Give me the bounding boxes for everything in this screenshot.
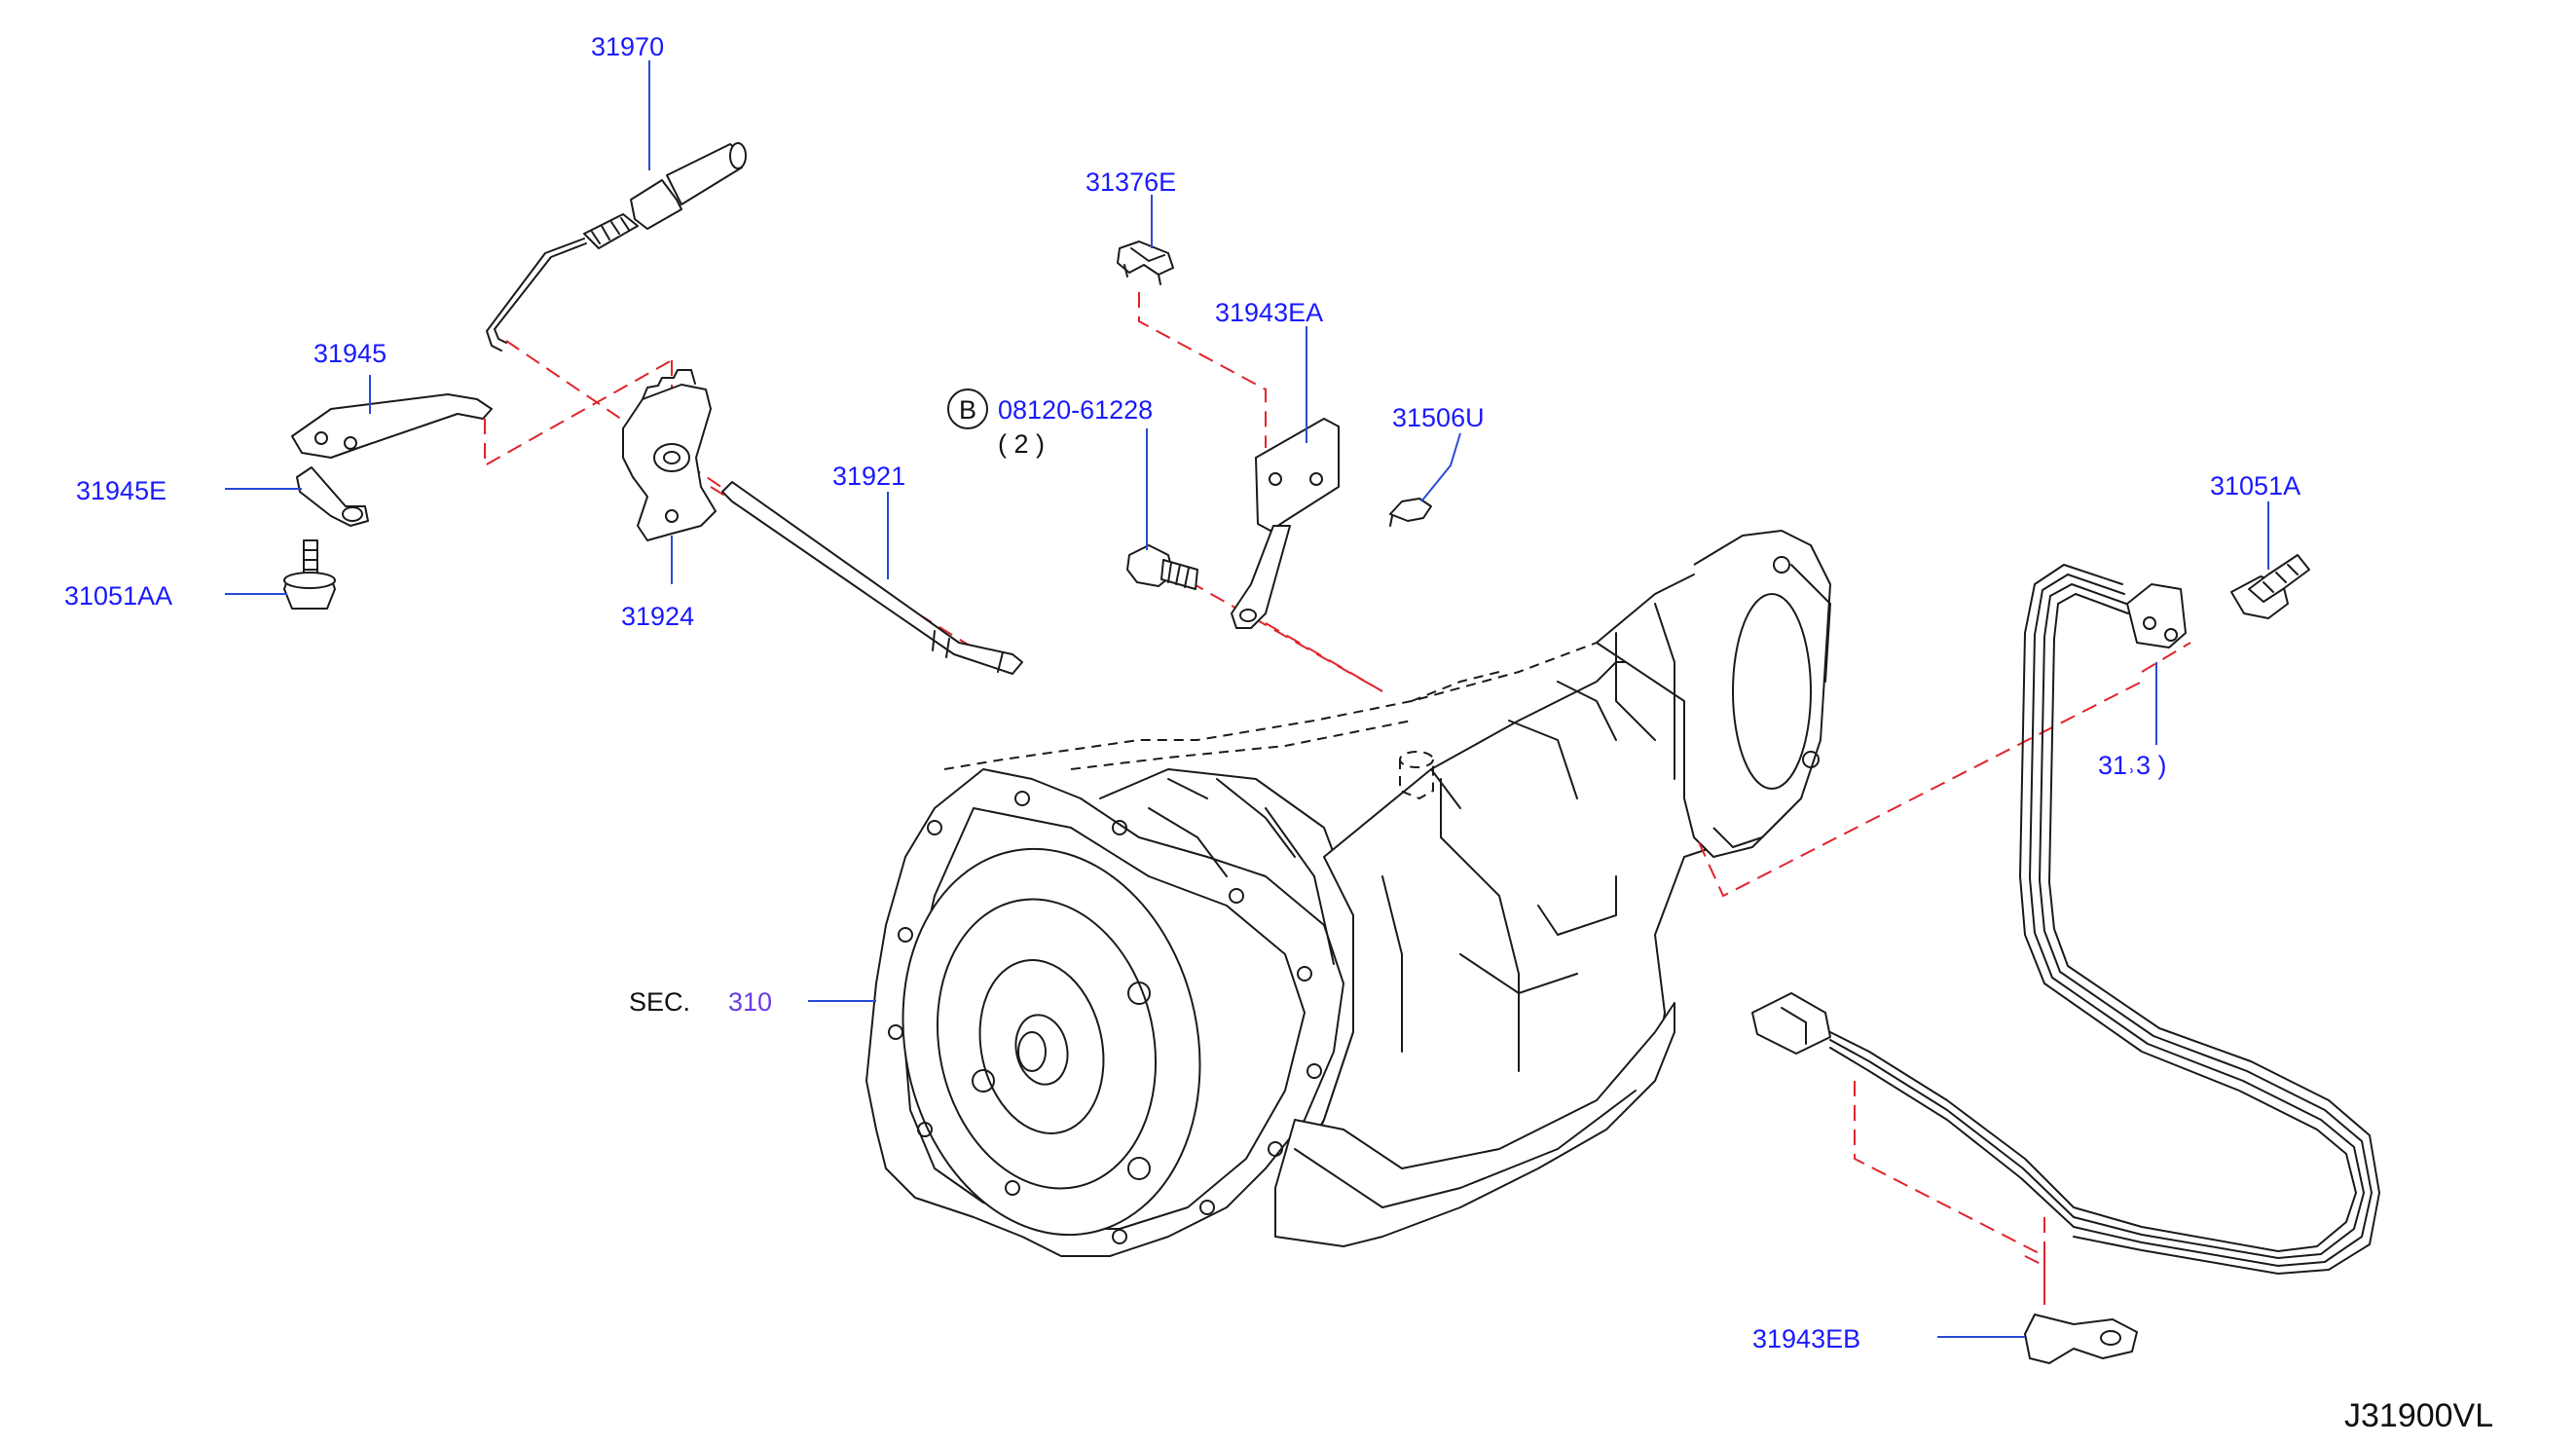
label-31945: 31945 — [313, 339, 386, 368]
manual-shaft-31921 — [721, 481, 1023, 675]
section-reference: SEC. 310 — [629, 987, 772, 1017]
label-31506U: 31506U — [1392, 403, 1485, 432]
clip-31376E — [1117, 241, 1174, 285]
label-31970: 31970 — [591, 32, 664, 61]
bolt-08120-61228 — [1126, 544, 1198, 590]
sensor-harness-31935 — [1751, 564, 2380, 1275]
label-31935-partial: 31˒3 ) — [2098, 751, 2167, 780]
bolt-ref-badge: B — [959, 395, 976, 425]
bracket-31943EA — [1231, 418, 1340, 629]
bracket-31945 — [291, 393, 493, 459]
leader-lines — [225, 60, 2269, 1338]
label-08120-61228: 08120-61228 — [998, 395, 1153, 425]
bolt-reference: B 08120-61228 ( 2 ) — [947, 389, 1153, 459]
clip-31506U — [1389, 498, 1432, 527]
bolt-qty: ( 2 ) — [998, 429, 1045, 459]
clip-31943EB — [2024, 1314, 2138, 1364]
label-31945E: 31945E — [76, 476, 166, 505]
transmission-assembly — [865, 530, 1831, 1257]
detent-lever-31924 — [622, 369, 717, 541]
bolt-31051AA — [283, 539, 336, 610]
diagram-id: J31900VL — [2344, 1397, 2493, 1434]
label-31943EA: 31943EA — [1215, 298, 1323, 327]
label-31051A: 31051A — [2210, 471, 2300, 500]
speed-cable-31970 — [486, 142, 747, 352]
label-31376E: 31376E — [1086, 167, 1176, 197]
bolt-31051A — [2230, 554, 2310, 619]
label-31924: 31924 — [621, 602, 694, 631]
section-prefix: SEC. — [629, 987, 690, 1017]
section-number: 310 — [728, 987, 772, 1017]
label-31943EB: 31943EB — [1752, 1324, 1860, 1353]
badge-circle — [947, 389, 988, 429]
label-31051AA: 31051AA — [64, 581, 172, 611]
clip-31945E — [296, 466, 369, 527]
label-31921: 31921 — [832, 462, 905, 491]
